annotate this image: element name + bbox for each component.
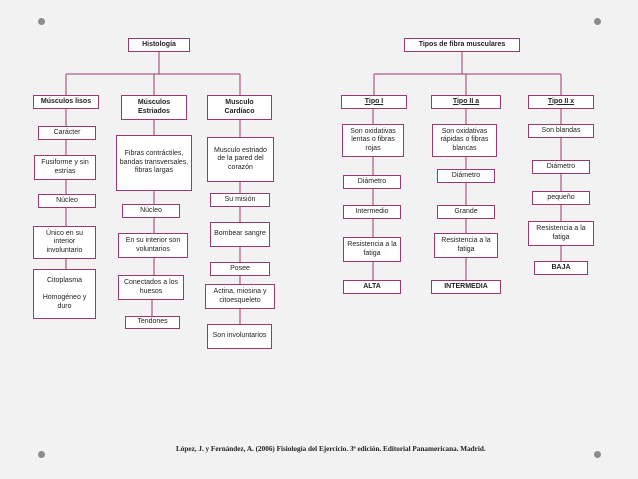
citation: López, J. y Fernández, A. (2006) Fisiolo…: [176, 445, 486, 453]
lisos-citoplasma: Citoplasma Homogéneo y duro: [33, 269, 96, 319]
tipo-i-oxidativas: Son oxidativas lentas o fibras rojas: [342, 124, 404, 157]
tipo-iix-resistencia: Resistencia a la fatiga: [528, 221, 594, 246]
estriados-fibras: Fibras contráctiles, bandas transversale…: [116, 135, 192, 191]
tipo-iia-intermedia: INTERMEDIA: [431, 280, 501, 294]
lisos-unico: Único en su interior involuntario: [33, 226, 96, 259]
branch-musculos-estriados: Músculos Estriados: [121, 95, 187, 120]
tipo-iia-oxidativas: Son oxidativas rápidas o fibras blancas: [432, 124, 497, 157]
cardiaco-bombear: Bombear sangre: [210, 222, 270, 247]
cardiaco-involuntarios: Son involuntarios: [207, 324, 272, 349]
corner-dot-top-left: [38, 18, 45, 25]
corner-dot-bottom-left: [38, 451, 45, 458]
tipo-i-intermedio: Intermedio: [343, 205, 401, 219]
tipo-iix-label: Tipo II x: [547, 97, 575, 105]
cardiaco-mision: Su misión: [210, 193, 270, 207]
estriados-tendones: Tendones: [125, 316, 180, 329]
histologia-root: Histología: [128, 38, 190, 52]
tipo-iia-grande: Grande: [437, 205, 495, 219]
branch-musculos-lisos: Músculos lisos: [33, 95, 99, 109]
tipo-i-alta: ALTA: [343, 280, 401, 294]
estriados-nucleo: Núcleo: [122, 204, 180, 218]
branch-tipo-iix: Tipo II x: [528, 95, 594, 109]
tipo-i-resistencia: Resistencia a la fatiga: [343, 237, 401, 262]
corner-dot-bottom-right: [594, 451, 601, 458]
tipo-i-label: Tipo I: [364, 97, 384, 105]
tipo-iia-label: Tipo II a: [452, 97, 480, 105]
fibras-root: Tipos de fibra musculares: [404, 38, 520, 52]
corner-dot-top-right: [594, 18, 601, 25]
lisos-fusiforme: Fusiforme y sin estrías: [34, 155, 96, 180]
tipo-iia-resistencia: Resistencia a la fatiga: [434, 233, 498, 258]
tipo-i-diametro: Diámetro: [343, 175, 401, 189]
estriados-conectados: Conectados a los huesos: [118, 275, 184, 300]
tipo-iix-diametro: Diámetro: [532, 160, 590, 174]
cardiaco-actina: Actina, miosina y citoesqueleto: [205, 284, 275, 309]
branch-tipo-i: Tipo I: [341, 95, 407, 109]
lisos-caracter: Carácter: [38, 126, 96, 140]
tipo-iia-diametro: Diámetro: [437, 169, 495, 183]
branch-musculo-cardiaco: Musculo Cardíaco: [207, 95, 272, 120]
cardiaco-estriado: Musculo estriado de la pared del corazón: [207, 137, 274, 182]
tipo-iix-blandas: Son blandas: [528, 124, 594, 138]
estriados-voluntarios: En su interior son voluntarios: [118, 233, 188, 258]
lisos-nucleo: Núcleo: [38, 194, 96, 208]
tipo-iix-baja: BAJA: [534, 261, 588, 275]
branch-tipo-iia: Tipo II a: [431, 95, 501, 109]
tipo-iix-pequeno: pequeño: [532, 191, 590, 205]
cardiaco-posee: Posee: [210, 262, 270, 276]
